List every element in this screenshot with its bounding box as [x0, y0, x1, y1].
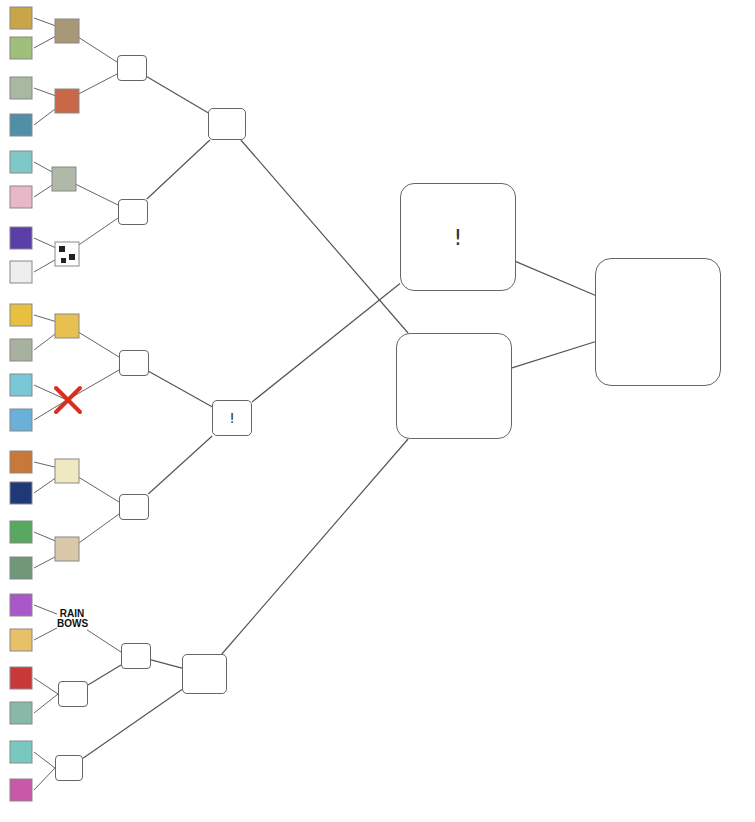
bracket-box: [182, 654, 227, 694]
bracket-box: !: [400, 183, 516, 291]
bracket-line: [88, 665, 121, 685]
bracket-line: [516, 262, 595, 296]
game-icons: [10, 7, 87, 801]
bracket-box: [119, 494, 149, 520]
bracket-line: [512, 342, 595, 368]
bracket-box: [396, 333, 512, 439]
bracket-line: [83, 690, 182, 759]
bracket-box: [55, 755, 83, 781]
bracket-line: [148, 436, 212, 494]
mark-text: !: [454, 225, 463, 250]
bracket-box: [595, 258, 721, 386]
bracket-line: [149, 371, 212, 406]
bracket-line: [241, 140, 408, 333]
bracket-box: [208, 108, 246, 140]
icon-label: RAIN BOWS: [57, 609, 87, 629]
icon-details: [59, 246, 75, 263]
bracket-line: [222, 439, 408, 654]
red-x: [56, 388, 80, 412]
mark-text: !: [229, 410, 235, 426]
bracket-box: [118, 199, 148, 225]
bracket-box: [117, 55, 147, 81]
bracket-line: [252, 283, 400, 402]
bracket-box: [58, 681, 88, 707]
bracket-box: [121, 643, 151, 669]
feeder-lines: [34, 18, 121, 790]
bracket-box: !: [212, 400, 252, 436]
bracket-line: [151, 660, 182, 668]
bracket-box: [119, 350, 149, 376]
bracket-line: [147, 77, 208, 113]
bracket-line: [147, 140, 210, 199]
